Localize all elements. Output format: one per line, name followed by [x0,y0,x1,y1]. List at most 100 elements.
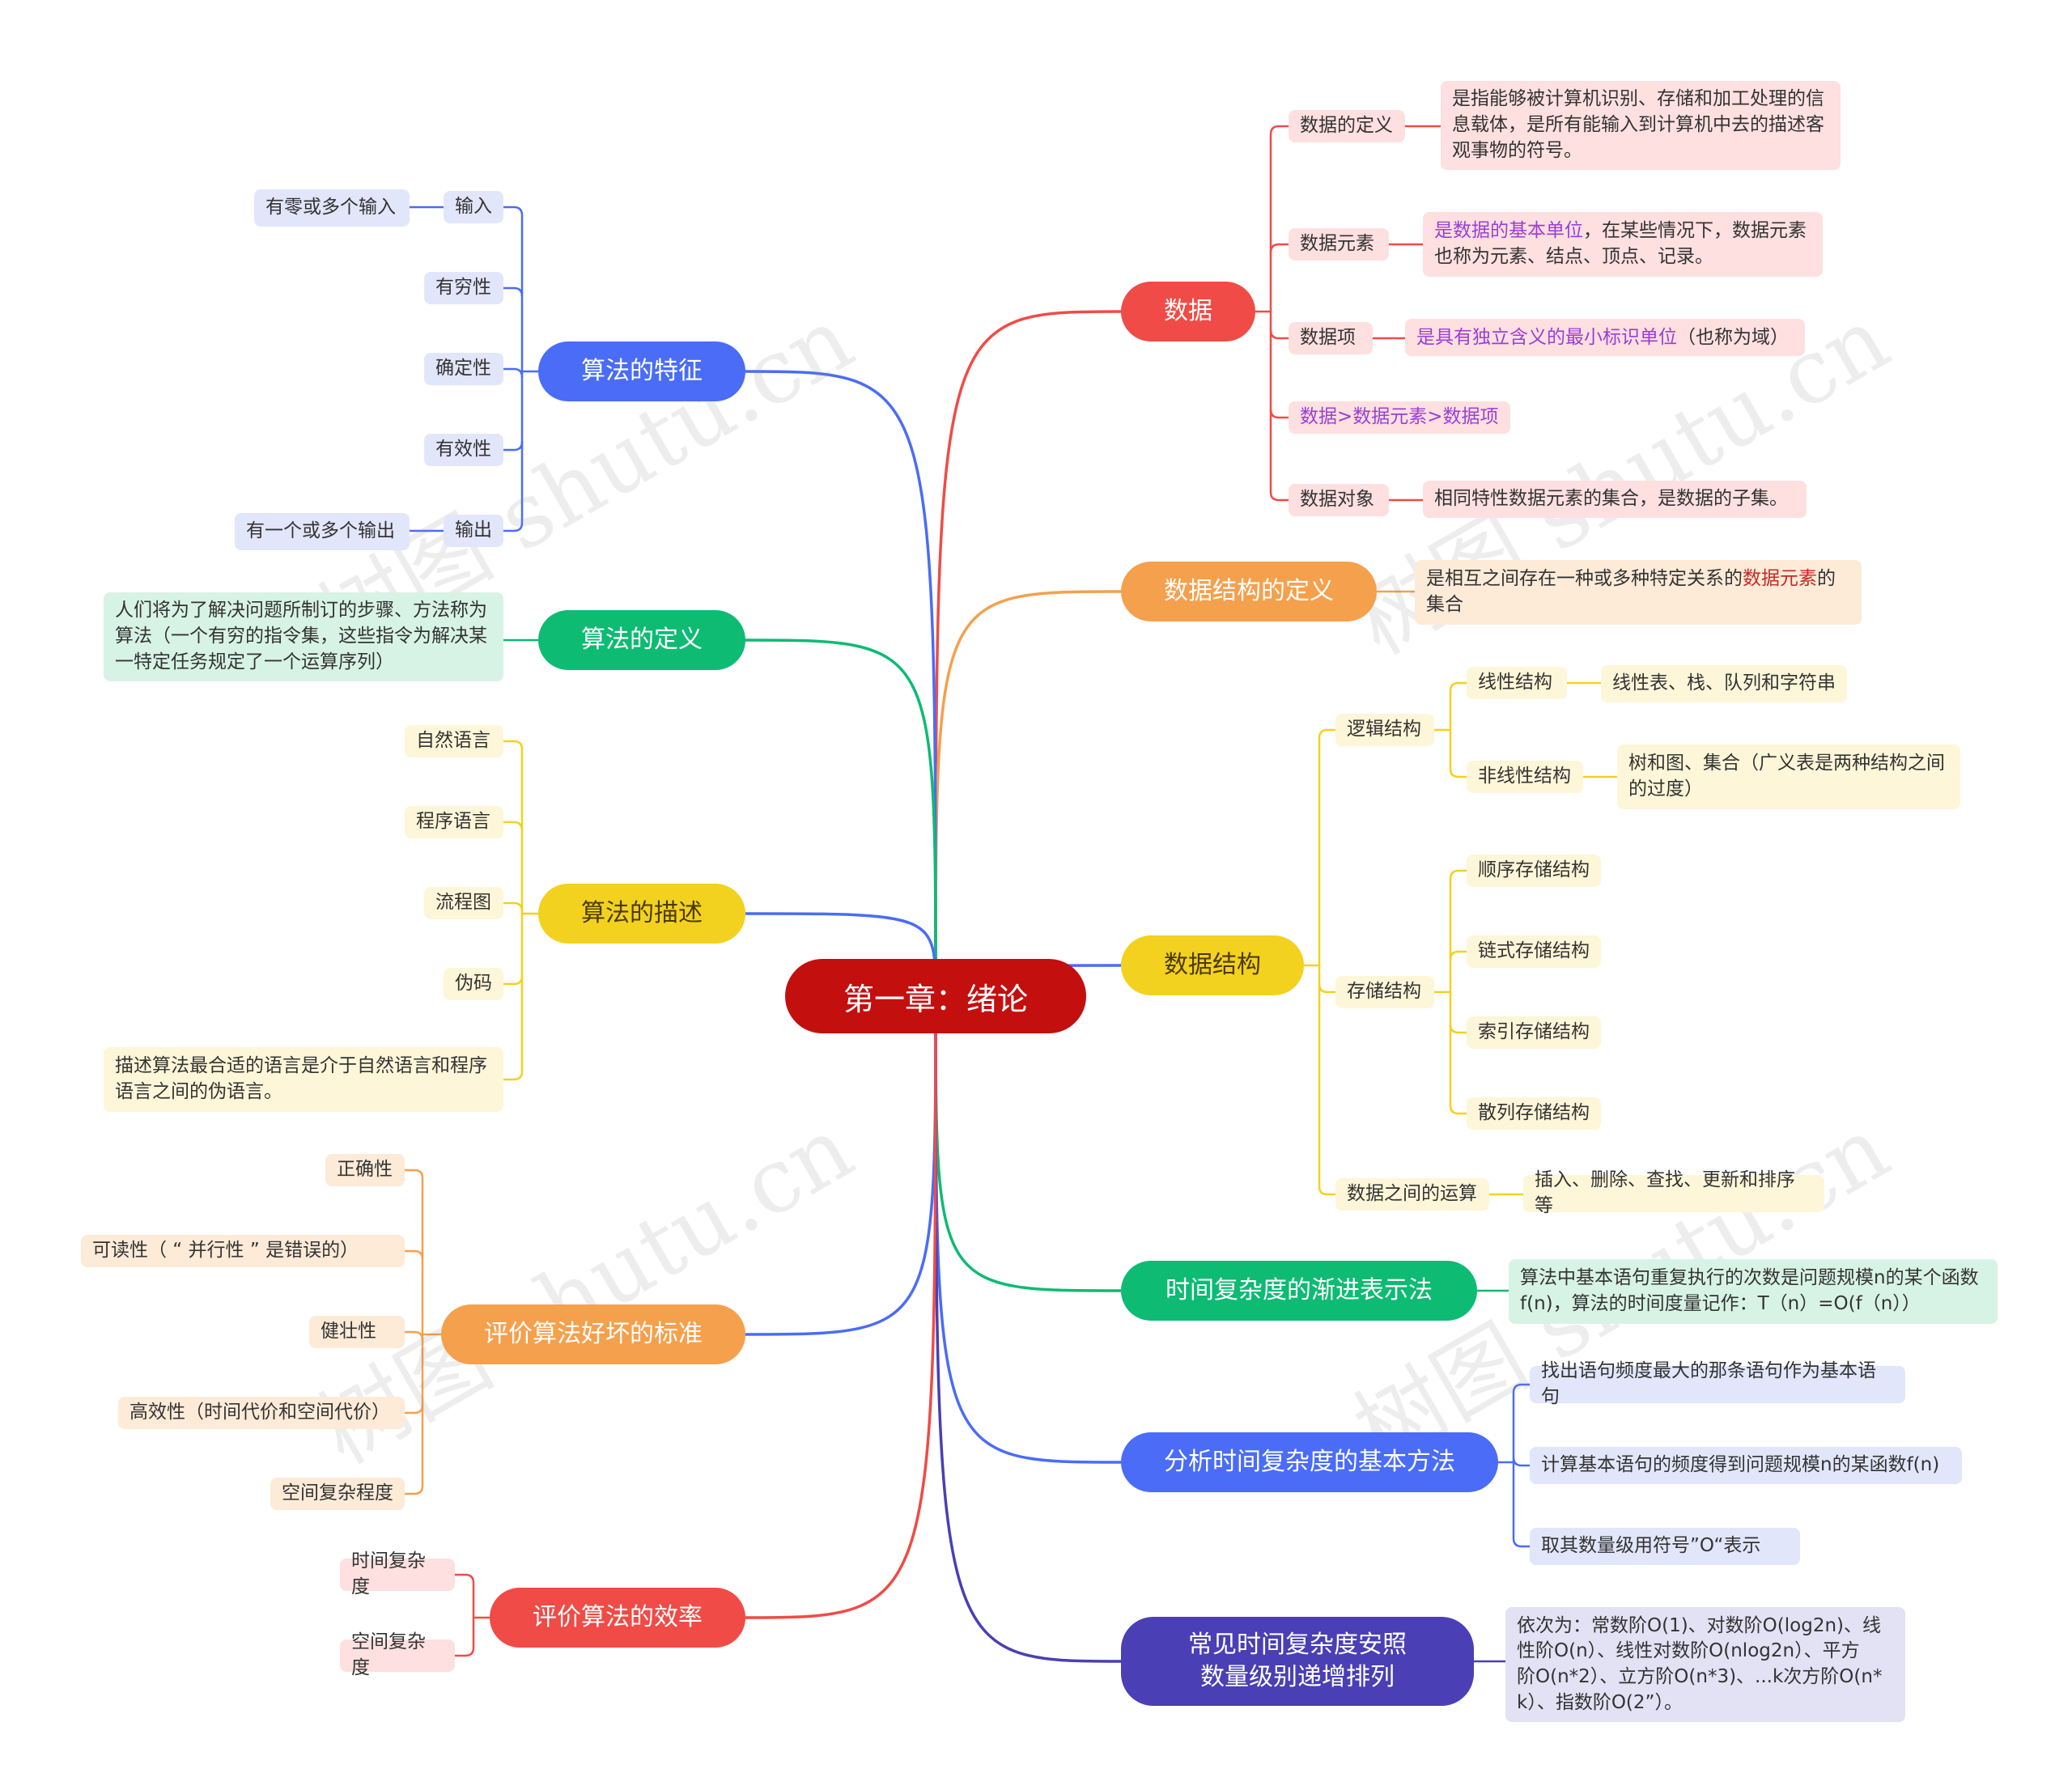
text-data-definition: 是指能够被计算机识别、存储和加工处理的信 息载体，是所有能输入到计算机中去的描述… [1441,81,1841,170]
bracket-connector [405,1249,424,1260]
node-logical-structure[interactable]: 逻辑结构 [1335,714,1434,746]
text-pseudo-language: 描述算法最合适的语言是介于自然语言和程序 语言之间的伪语言。 [104,1047,503,1112]
node-data-object[interactable]: 数据对象 [1289,484,1389,516]
branch-analysis-method[interactable]: 分析时间复杂度的基本方法 [1121,1432,1498,1492]
bracket-connector [1318,983,1335,994]
node-natural-language[interactable]: 自然语言 [405,725,503,757]
root-connector [745,995,937,1336]
bracket-connector [1269,491,1289,502]
root-connector [745,370,937,997]
node-efficiency[interactable]: 高效性（时间代价和空间代价） [118,1397,405,1429]
node-nonlinear-structure[interactable]: 非线性结构 [1467,761,1583,793]
bracket-connector [503,740,524,750]
bracket-connector [1318,728,1335,739]
node-robustness[interactable]: 健壮性 [309,1316,405,1348]
bracket-connector [405,1169,424,1179]
text-data-structure-definition: 是相互之间存在一种或多种特定关系的数据元素的 集合 [1415,560,1862,625]
highlight-text: 数据元素 [1743,568,1817,589]
bracket-connector [503,975,524,986]
node-data-element[interactable]: 数据元素 [1289,228,1389,261]
text-method-step-1: 找出语句频度最大的那条语句作为基本语句 [1530,1360,1905,1407]
branch-data-structure-definition[interactable]: 数据结构的定义 [1121,562,1377,621]
branch-algorithm-description[interactable]: 算法的描述 [538,884,745,944]
node-programming-language[interactable]: 程序语言 [405,806,503,838]
text-data-operations: 插入、删除、查找、更新和排序等 [1523,1169,1824,1216]
node-definiteness[interactable]: 确定性 [424,353,503,385]
branch-complexity-order[interactable]: 常见时间复杂度安照 数量级别递增排列 [1121,1617,1474,1706]
node-space-complexity-degree[interactable]: 空间复杂程度 [270,1478,405,1510]
body-text: ，在某些情况下，数据元素 也称为元素、结点、顶点、记录。 [1434,220,1807,267]
text-input: 有零或多个输入 [254,189,410,227]
node-input[interactable]: 输入 [444,191,503,223]
node-hash-storage[interactable]: 散列存储结构 [1467,1097,1601,1130]
node-correctness[interactable]: 正确性 [325,1154,405,1186]
text-data-object: 相同特性数据元素的集合，是数据的子集。 [1423,481,1807,518]
root-node[interactable]: 第一章：绪论 [785,959,1086,1033]
node-data-item[interactable]: 数据项 [1289,322,1373,354]
node-time-complexity[interactable]: 时间复杂度 [340,1550,455,1597]
branch-efficiency[interactable]: 评价算法的效率 [490,1588,745,1648]
node-data-definition[interactable]: 数据的定义 [1289,110,1405,142]
node-indexed-storage[interactable]: 索引存储结构 [1467,1016,1601,1049]
branch-data-structure[interactable]: 数据结构 [1121,935,1304,995]
bracket-connector [1449,869,1467,880]
bracket-connector [1512,1457,1530,1467]
branch-asymptotic-notation[interactable]: 时间复杂度的渐进表示法 [1121,1261,1477,1321]
branch-algorithm-definition[interactable]: 算法的定义 [538,610,745,670]
node-sequential-storage[interactable]: 顺序存储结构 [1467,855,1601,887]
body-text: （也称为域） [1677,327,1789,348]
root-connector [934,995,1122,1663]
branch-data[interactable]: 数据 [1121,282,1255,341]
text-algorithm-definition: 人们将为了解决问题所制订的步骤、方法称为 算法（一个有穷的指令集，这些指令为解决… [104,592,503,681]
node-linked-storage[interactable]: 链式存储结构 [1467,935,1601,968]
bracket-connector [503,901,524,912]
text-data-item: 是具有独立含义的最小标识单位（也称为域） [1405,319,1805,356]
node-data-order[interactable]: 数据>数据元素>数据项 [1289,401,1510,434]
bracket-connector [1449,681,1467,692]
text-method-step-2: 计算基本语句的频度得到问题规模n的某函数f(n) [1530,1447,1962,1484]
highlight-text: 是具有独立含义的最小标识单位 [1416,327,1677,348]
node-finiteness[interactable]: 有穷性 [424,272,503,304]
body-text: 是相互之间存在一种或多种特定关系的 [1426,568,1743,589]
node-pseudocode[interactable]: 伪码 [444,968,503,1000]
branch-evaluation-criteria[interactable]: 评价算法好坏的标准 [441,1304,745,1364]
text-complexity-order: 依次为：常数阶O(1)、对数阶O(log2n)、线 性阶O(n）、线性对数阶O(… [1505,1607,1905,1722]
text-asymptotic-notation: 算法中基本语句重复执行的次数是问题规模n的某个函数 f(n)，算法的时间度量记作… [1509,1259,1998,1324]
node-storage-structure[interactable]: 存储结构 [1335,976,1434,1008]
node-readability[interactable]: 可读性（ “ 并行性 ” 是错误的） [81,1235,405,1267]
node-effectiveness[interactable]: 有效性 [424,434,503,466]
bracket-connector [1512,1538,1530,1548]
bracket-connector [1449,1105,1467,1115]
bracket-connector [503,206,524,216]
node-space-complexity[interactable]: 空间复杂度 [340,1631,455,1678]
bracket-connector [1318,1186,1335,1196]
bracket-connector [503,1071,524,1081]
node-data-operations[interactable]: 数据之间的运算 [1335,1178,1489,1211]
bracket-connector [503,367,524,378]
node-linear-structure[interactable]: 线性结构 [1467,667,1567,699]
branch-algorithm-features[interactable]: 算法的特征 [538,341,745,401]
root-connector [934,995,1122,1464]
bracket-connector [455,1647,475,1657]
bracket-connector [405,1404,424,1415]
text-data-element: 是数据的基本单位，在某些情况下，数据元素 也称为元素、结点、顶点、记录。 [1423,212,1823,277]
node-flowchart[interactable]: 流程图 [424,887,503,919]
bracket-connector [503,286,524,297]
root-connector [934,310,1122,997]
node-output[interactable]: 输出 [444,515,503,547]
bracket-connector [503,441,524,452]
text-output: 有一个或多个输出 [235,513,410,550]
bracket-connector [503,821,524,831]
highlight-text: 是数据的基本单位 [1434,220,1583,241]
bracket-connector [503,522,524,532]
text-method-step-3: 取其数量级用符号”O“表示 [1530,1528,1800,1565]
root-connector [934,590,1122,997]
bracket-connector [1449,1024,1467,1034]
bracket-connector [1269,243,1289,253]
root-connector [934,995,1122,1292]
bracket-connector [1269,329,1289,340]
bracket-connector [1449,768,1467,778]
text-nonlinear-structure: 树和图、集合（广义表是两种结构之间 的过度） [1617,744,1960,809]
